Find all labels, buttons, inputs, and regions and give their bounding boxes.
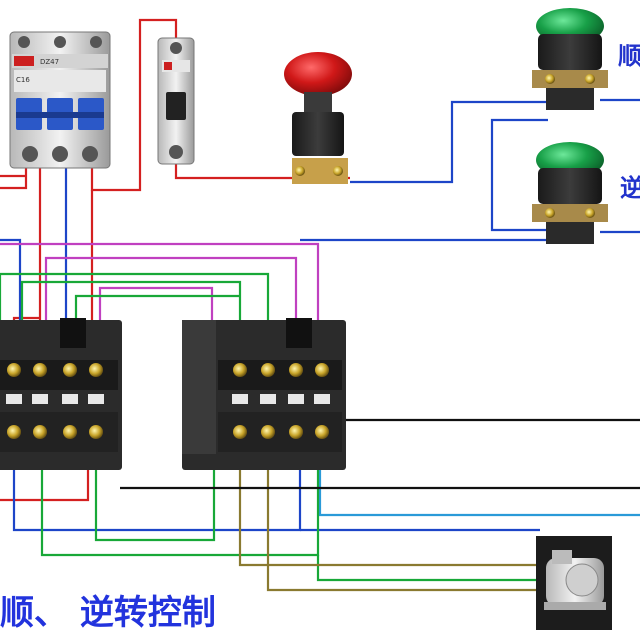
wire-purple	[98, 286, 214, 330]
breaker-model: C16	[16, 76, 30, 84]
reverse-label: 逆	[620, 174, 640, 202]
forward-label: 顺	[618, 42, 640, 70]
wire-purple	[44, 256, 298, 330]
wire-purple	[0, 242, 320, 330]
caption-text: 顺、 逆转控制	[0, 593, 216, 633]
contactor-right-icon	[182, 318, 346, 470]
wire-light-blue	[318, 468, 640, 517]
breaker-brand: DZ47	[40, 58, 59, 66]
wire-red	[0, 468, 90, 502]
wire-olive	[238, 468, 540, 567]
wire-olive	[266, 468, 540, 592]
wire-green	[94, 468, 216, 542]
single-pole-breaker-icon	[157, 37, 195, 165]
wire-green	[20, 280, 242, 330]
wire-blue	[12, 450, 302, 532]
wire-blue	[0, 238, 22, 330]
wire-green	[0, 272, 270, 330]
contactor-left-icon	[0, 318, 122, 470]
emergency-stop-button-icon	[284, 52, 352, 184]
three-pole-breaker-icon: DZ47 C16	[9, 31, 111, 169]
wire-blue	[350, 100, 548, 184]
reverse-button-icon	[532, 142, 608, 244]
wire-green	[316, 555, 540, 582]
wire-blue	[490, 118, 548, 232]
three-phase-motor-icon	[536, 536, 612, 630]
wire-green	[40, 468, 320, 557]
wire-red	[90, 18, 178, 192]
wire-red	[0, 165, 28, 190]
forward-button-icon	[532, 8, 608, 110]
